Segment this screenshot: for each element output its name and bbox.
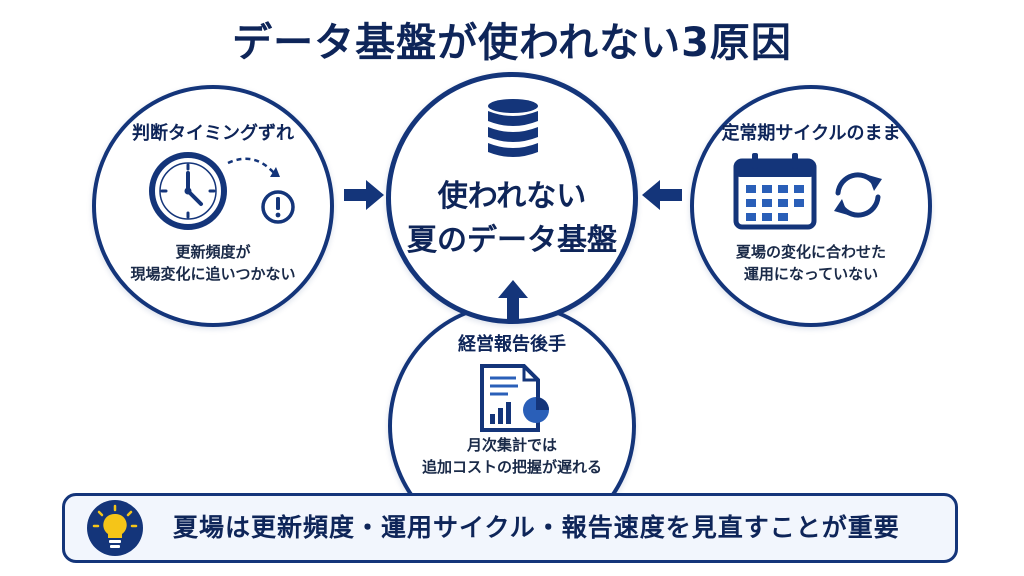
cause-text-report-1: 月次集計では [466, 436, 557, 454]
center-title-line2: 夏のデータ基盤 [407, 223, 617, 258]
lightbulb-icon [92, 504, 138, 548]
center-title-line1: 使われない [437, 179, 587, 214]
cause-text-timing-2: 現場変化に追いつかない [130, 265, 296, 283]
cause-label-cycle: 定常期サイクルのまま [721, 123, 901, 144]
summary-text: 夏場は更新頻度・運用サイクル・報告速度を見直すことが重要 [173, 513, 900, 542]
cause-text-timing-1: 更新頻度が [175, 243, 251, 261]
database-icon [488, 99, 538, 157]
dashed-arrow-icon [227, 157, 280, 177]
cause-text-cycle-2: 運用になっていない [743, 265, 879, 283]
calendar-icon [733, 153, 817, 230]
cause-circle-timing: 判断タイミングずれ 更新頻度が 現場変化に追いつかない [92, 85, 334, 327]
cause-text-cycle-1: 夏場の変化に合わせた [735, 243, 886, 261]
cause-label-report: 経営報告後手 [458, 334, 566, 355]
cause-text-report-2: 追加コストの把握が遅れる [421, 458, 602, 476]
page-title: データ基盤が使われない3原因 [232, 20, 792, 66]
alert-icon [261, 190, 295, 224]
arrow-left-icon [642, 180, 682, 210]
cause-circle-cycle: 定常期サイクルのまま 夏場の変化に合わせた 運用になっていない [690, 85, 932, 327]
cause-label-timing: 判断タイミングずれ [132, 123, 294, 144]
summary-banner: 夏場は更新頻度・運用サイクル・報告速度を見直すことが重要 [62, 493, 958, 563]
refresh-icon [834, 172, 882, 218]
clock-icon [149, 152, 227, 230]
report-icon [480, 364, 549, 432]
lightbulb-icon-badge [87, 500, 143, 556]
arrow-right-icon [344, 180, 384, 210]
arrow-up-icon [498, 280, 528, 320]
